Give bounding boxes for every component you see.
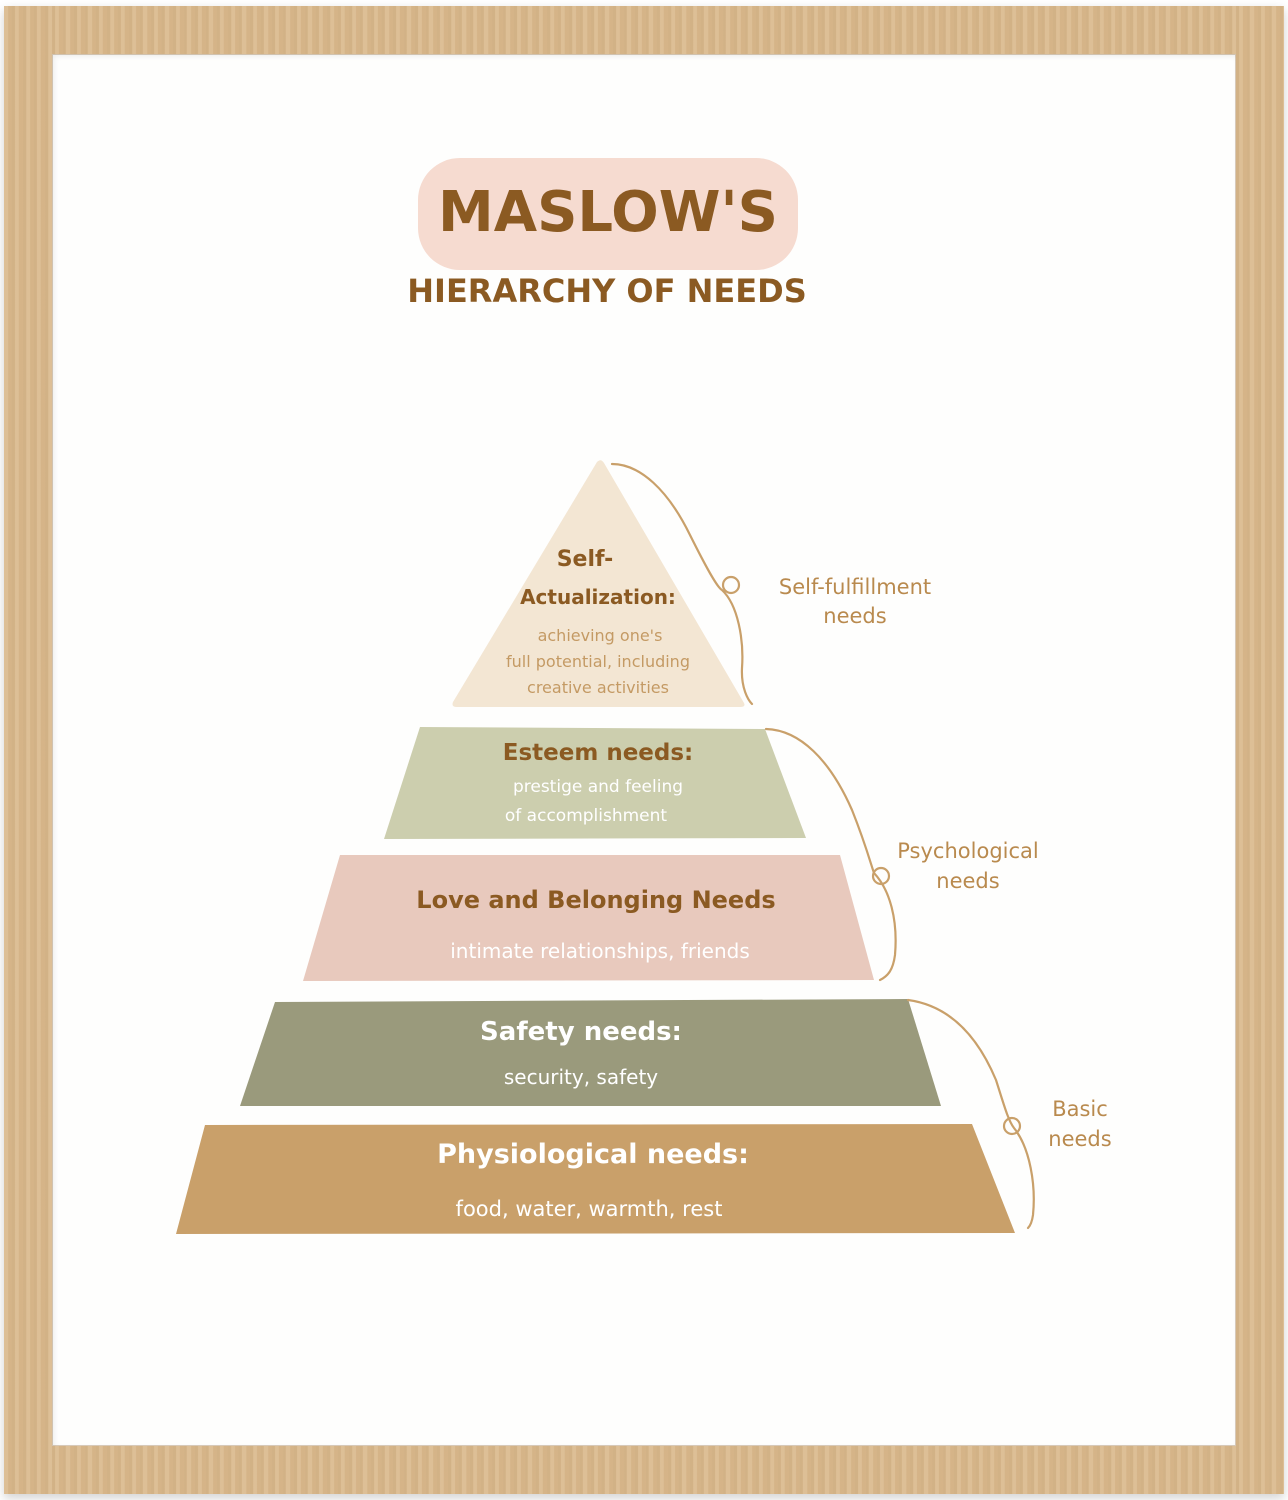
safety-desc: security, safety xyxy=(504,1065,658,1089)
level-esteem xyxy=(384,727,806,839)
group-label-psychological-line2: needs xyxy=(936,869,999,893)
group-brackets xyxy=(610,462,1035,1230)
physiological-heading: Physiological needs: xyxy=(437,1139,749,1170)
level-love-belonging xyxy=(303,855,874,981)
level-safety xyxy=(240,999,941,1106)
esteem-heading: Esteem needs: xyxy=(503,740,694,766)
bracket-self-fulfillment-knot xyxy=(721,575,741,595)
love-belonging-desc: intimate relationships, friends xyxy=(450,939,749,963)
self-actualization-desc-line3: creative activities xyxy=(527,678,669,697)
bracket-basic xyxy=(906,998,1035,1230)
group-label-basic-line2: needs xyxy=(1048,1127,1111,1151)
self-actualization-desc-line2: full potential, including xyxy=(506,652,690,671)
esteem-desc-line1: prestige and feeling xyxy=(513,777,683,797)
love-belonging-heading: Love and Belonging Needs xyxy=(416,886,775,914)
title-highlight xyxy=(418,158,798,270)
group-label-basic-line1: Basic xyxy=(1052,1097,1108,1121)
bracket-self-fulfillment xyxy=(610,462,754,706)
group-label-psychological-line1: Psychological xyxy=(897,839,1038,863)
safety-heading: Safety needs: xyxy=(480,1017,682,1047)
poster-subtitle: HIERARCHY OF NEEDS xyxy=(407,272,806,310)
self-actualization-desc-line1: achieving one's xyxy=(538,626,663,645)
group-label-self-fulfillment-line2: needs xyxy=(823,604,886,628)
self-actualization-heading-line1: Self- xyxy=(557,547,614,572)
self-actualization-heading-line2: Actualization: xyxy=(520,585,676,609)
poster-title: MASLOW'S xyxy=(438,180,778,245)
pyramid xyxy=(176,460,1015,1234)
level-self-actualization xyxy=(452,460,745,707)
group-label-self-fulfillment-line1: Self-fulfillment xyxy=(779,575,931,599)
bracket-psychological-knot xyxy=(871,866,891,886)
bracket-basic-knot xyxy=(1002,1116,1022,1136)
level-physiological xyxy=(176,1124,1015,1234)
esteem-desc-line2: of accomplishment xyxy=(505,806,668,826)
physiological-desc: food, water, warmth, rest xyxy=(456,1197,723,1221)
